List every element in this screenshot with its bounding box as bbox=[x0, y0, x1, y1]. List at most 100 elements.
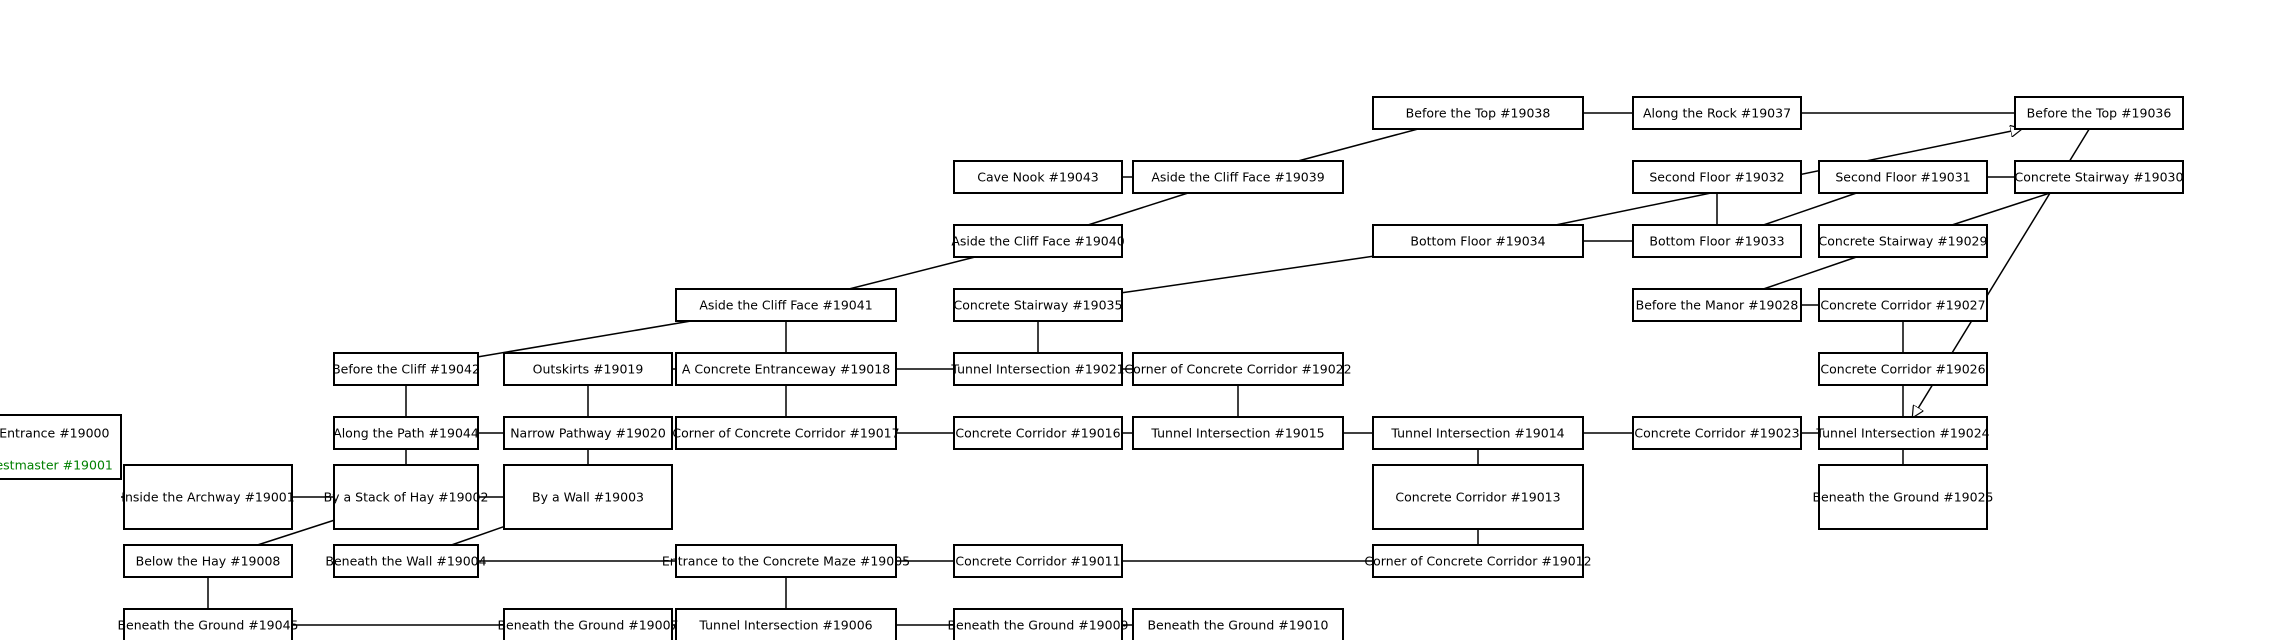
room-box bbox=[1132, 416, 1344, 450]
room-19045[interactable]: Beneath the Ground #19045 bbox=[117, 608, 299, 640]
room-19005[interactable]: Entrance to the Concrete Maze #19005 bbox=[662, 544, 910, 578]
room-19043[interactable]: Cave Nook #19043 bbox=[953, 160, 1123, 194]
room-box bbox=[333, 416, 479, 450]
room-label: Second Floor #19032 bbox=[1649, 170, 1784, 185]
room-19026[interactable]: Concrete Corridor #19026 bbox=[1818, 352, 1988, 386]
room-19004[interactable]: Beneath the Wall #19004 bbox=[325, 544, 487, 578]
link-19041-19040 bbox=[848, 256, 976, 290]
link-19030-19029 bbox=[1951, 192, 2051, 226]
room-19031[interactable]: Second Floor #19031 bbox=[1818, 160, 1988, 194]
room-19039[interactable]: Aside the Cliff Face #19039 bbox=[1132, 160, 1344, 194]
room-box bbox=[1372, 96, 1584, 130]
room-box bbox=[333, 352, 479, 386]
room-label: Concrete Stairway #19029 bbox=[1819, 234, 1988, 249]
room-19001[interactable]: Inside the Archway #19001 bbox=[121, 464, 295, 530]
link-19029-19028 bbox=[1763, 256, 1857, 290]
link-19042-19041 bbox=[477, 320, 692, 358]
room-label: Concrete Corridor #19027 bbox=[1820, 298, 1985, 313]
room-label: Tunnel Intersection #19015 bbox=[1150, 426, 1324, 441]
room-box bbox=[1372, 416, 1584, 450]
room-19022[interactable]: Corner of Concrete Corridor #19022 bbox=[1124, 352, 1352, 386]
room-box bbox=[675, 416, 897, 450]
room-19007[interactable]: Beneath the Ground #19007 bbox=[497, 608, 679, 640]
room-label: Bottom Floor #19033 bbox=[1649, 234, 1784, 249]
room-19044[interactable]: Along the Path #19044 bbox=[333, 416, 479, 450]
room-19016[interactable]: Concrete Corridor #19016 bbox=[953, 416, 1123, 450]
room-19042[interactable]: Before the Cliff #19042 bbox=[332, 352, 480, 386]
room-19019[interactable]: Outskirts #19019 bbox=[503, 352, 673, 386]
room-19033[interactable]: Bottom Floor #19033 bbox=[1632, 224, 1802, 258]
link-19035-19034 bbox=[1121, 255, 1374, 294]
room-label: Aside the Cliff Face #19040 bbox=[951, 234, 1124, 249]
room-label: Concrete Corridor #19011 bbox=[955, 554, 1120, 569]
room-label: Aside the Cliff Face #19041 bbox=[699, 298, 872, 313]
room-box bbox=[2014, 96, 2184, 130]
room-label: Tunnel Intersection #19021 bbox=[950, 362, 1124, 377]
room-19010[interactable]: Beneath the Ground #19010 bbox=[1132, 608, 1344, 640]
room-label: Narrow Pathway #19020 bbox=[510, 426, 666, 441]
room-box bbox=[503, 352, 673, 386]
room-19013[interactable]: Concrete Corridor #19013 bbox=[1372, 464, 1584, 530]
room-box bbox=[1132, 352, 1344, 386]
room-label: A Concrete Entranceway #19018 bbox=[682, 362, 890, 377]
room-19011[interactable]: Concrete Corridor #19011 bbox=[953, 544, 1123, 578]
link-19002-19008 bbox=[257, 519, 335, 546]
room-19041[interactable]: Aside the Cliff Face #19041 bbox=[675, 288, 897, 322]
room-19032[interactable]: Second Floor #19032 bbox=[1632, 160, 1802, 194]
room-19034[interactable]: Bottom Floor #19034 bbox=[1372, 224, 1584, 258]
room-19015[interactable]: Tunnel Intersection #19015 bbox=[1132, 416, 1344, 450]
room-19020[interactable]: Narrow Pathway #19020 bbox=[503, 416, 673, 450]
room-19000[interactable]: Arena Entrance #19000the questmaster #19… bbox=[0, 414, 122, 480]
room-19009[interactable]: Beneath the Ground #19009 bbox=[947, 608, 1129, 640]
room-19018[interactable]: A Concrete Entranceway #19018 bbox=[675, 352, 897, 386]
room-19027[interactable]: Concrete Corridor #19027 bbox=[1818, 288, 1988, 322]
room-label: Beneath the Ground #19007 bbox=[497, 618, 678, 633]
room-label: Before the Cliff #19042 bbox=[332, 362, 480, 377]
room-19014[interactable]: Tunnel Intersection #19014 bbox=[1372, 416, 1584, 450]
room-19035[interactable]: Concrete Stairway #19035 bbox=[953, 288, 1123, 322]
room-label: Entrance to the Concrete Maze #19005 bbox=[662, 554, 910, 569]
room-box bbox=[953, 544, 1123, 578]
room-box bbox=[1632, 160, 1802, 194]
room-19038[interactable]: Before the Top #19038 bbox=[1372, 96, 1584, 130]
room-box bbox=[0, 414, 122, 480]
room-box bbox=[123, 608, 293, 640]
room-19017[interactable]: Corner of Concrete Corridor #19017 bbox=[672, 416, 900, 450]
room-label: Inside the Archway #19001 bbox=[121, 490, 294, 505]
room-label: Along the Rock #19037 bbox=[1643, 106, 1791, 121]
room-label: Outskirts #19019 bbox=[533, 362, 644, 377]
room-box bbox=[1818, 464, 1988, 530]
room-label: Concrete Corridor #19013 bbox=[1395, 490, 1560, 505]
room-label: Concrete Stairway #19030 bbox=[2015, 170, 2184, 185]
room-label: Concrete Corridor #19016 bbox=[955, 426, 1120, 441]
room-box bbox=[1132, 160, 1344, 194]
room-19002[interactable]: By a Stack of Hay #19002 bbox=[324, 464, 489, 530]
room-19025[interactable]: Beneath the Ground #19025 bbox=[1812, 464, 1994, 530]
room-label: Beneath the Wall #19004 bbox=[325, 554, 486, 569]
room-label: Before the Manor #19028 bbox=[1636, 298, 1799, 313]
room-label: Corner of Concrete Corridor #19017 bbox=[672, 426, 899, 441]
room-19036[interactable]: Before the Top #19036 bbox=[2014, 96, 2184, 130]
room-19012[interactable]: Corner of Concrete Corridor #19012 bbox=[1364, 544, 1592, 578]
room-19024[interactable]: Tunnel Intersection #19024 bbox=[1815, 416, 1990, 450]
room-19003[interactable]: By a Wall #19003 bbox=[503, 464, 673, 530]
room-box bbox=[675, 544, 897, 578]
room-box bbox=[953, 352, 1123, 386]
room-box bbox=[503, 416, 673, 450]
room-label: Tunnel Intersection #19014 bbox=[1390, 426, 1564, 441]
room-19028[interactable]: Before the Manor #19028 bbox=[1632, 288, 1802, 322]
room-19021[interactable]: Tunnel Intersection #19021 bbox=[950, 352, 1125, 386]
room-19006[interactable]: Tunnel Intersection #19006 bbox=[675, 608, 897, 640]
room-19037[interactable]: Along the Rock #19037 bbox=[1632, 96, 1802, 130]
room-label: Concrete Stairway #19035 bbox=[954, 298, 1123, 313]
room-box bbox=[1818, 352, 1988, 386]
room-19008[interactable]: Below the Hay #19008 bbox=[123, 544, 293, 578]
room-label: Beneath the Ground #19045 bbox=[117, 618, 298, 633]
room-19030[interactable]: Concrete Stairway #19030 bbox=[2014, 160, 2184, 194]
room-19029[interactable]: Concrete Stairway #19029 bbox=[1818, 224, 1988, 258]
room-19023[interactable]: Concrete Corridor #19023 bbox=[1632, 416, 1802, 450]
room-box bbox=[1132, 608, 1344, 640]
room-label: Before the Top #19038 bbox=[1406, 106, 1551, 121]
room-label: Below the Hay #19008 bbox=[136, 554, 281, 569]
room-19040[interactable]: Aside the Cliff Face #19040 bbox=[951, 224, 1125, 258]
